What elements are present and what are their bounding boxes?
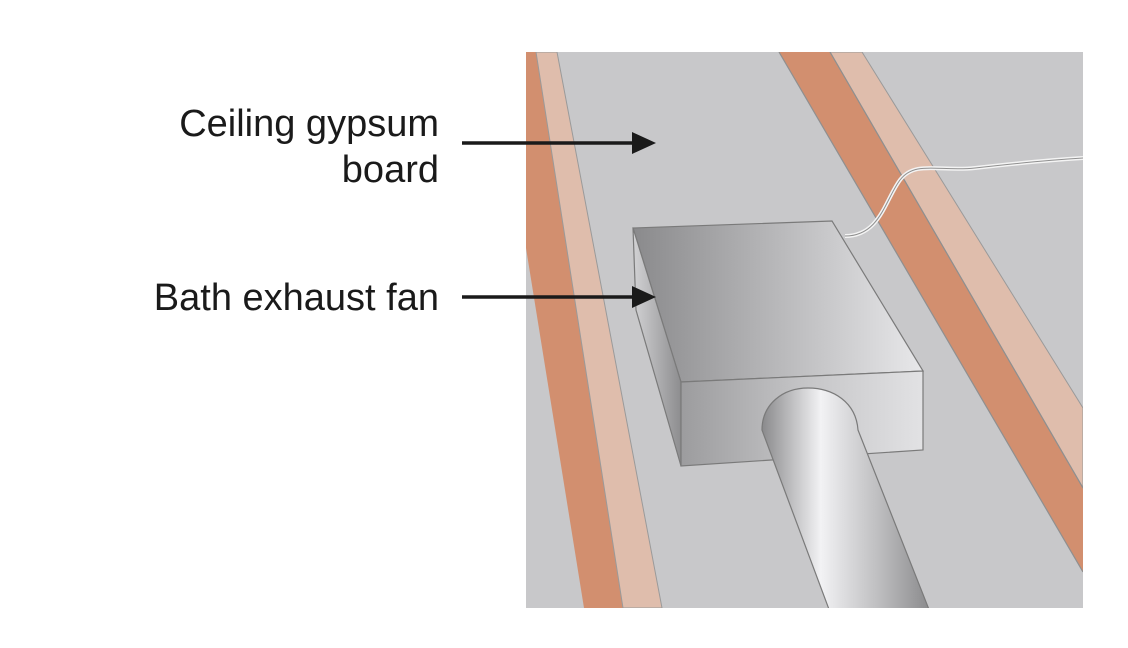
left-joist-bottom <box>526 52 623 608</box>
arrowhead-icon <box>632 132 656 154</box>
ceiling-arrow <box>462 132 656 154</box>
exhaust-duct <box>761 387 930 608</box>
ceiling-gypsum-label-line2: board <box>341 149 439 191</box>
arrowhead-icon <box>632 286 656 308</box>
ceiling-gypsum-label: Ceiling gypsum board <box>179 101 439 193</box>
ceiling-gypsum-label-line1: Ceiling gypsum <box>179 103 439 145</box>
bath-exhaust-fan-label: Bath exhaust fan <box>153 277 439 319</box>
fan-arrow <box>462 286 656 308</box>
left-joist-side <box>535 52 663 608</box>
